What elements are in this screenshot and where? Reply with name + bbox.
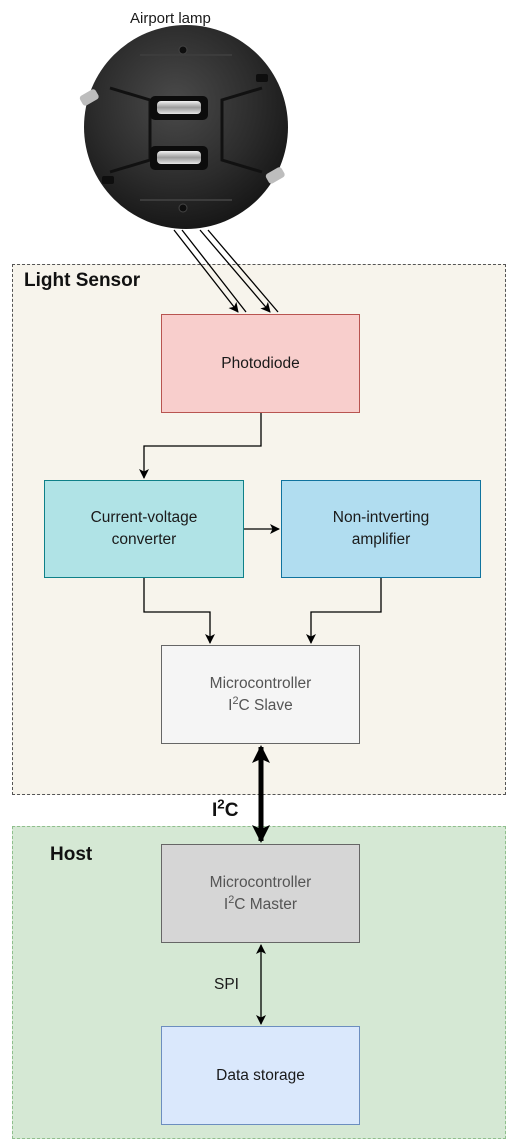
microcontroller-master-box: Microcontroller I2C Master — [161, 844, 360, 943]
amplifier-label-line1: Non-intverting — [332, 509, 430, 526]
i2c-link-label: I2C — [212, 796, 239, 821]
converter-to-slave-arrow — [143, 578, 215, 644]
photodiode-label: Photodiode — [221, 354, 300, 372]
converter-label-line2: converter — [111, 531, 177, 548]
converter-label-line1: Current-voltage — [90, 509, 198, 526]
amplifier-to-slave-arrow — [306, 578, 382, 644]
data-storage-box: Data storage — [161, 1026, 360, 1125]
slave-label-line1: Microcontroller — [209, 674, 312, 692]
microcontroller-slave-box: Microcontroller I2C Slave — [161, 645, 360, 744]
master-label-line1: Microcontroller — [209, 873, 312, 891]
master-label-line2: I2C Master — [223, 893, 298, 913]
light-ray-4 — [207, 229, 279, 313]
host-title: Host — [50, 844, 93, 865]
non-inverting-amplifier-box: Non-intverting amplifier — [281, 480, 481, 578]
photodiode-box: Photodiode — [161, 314, 360, 413]
light-ray-3 — [199, 229, 271, 313]
lamp-caption: Airport lamp — [130, 10, 211, 27]
photodiode-to-converter-arrow — [139, 413, 262, 479]
slave-label-line2: I2C Slave — [228, 694, 293, 714]
data-storage-label: Data storage — [216, 1066, 305, 1084]
light-ray-1 — [173, 229, 239, 313]
amplifier-label-line2: amplifier — [351, 531, 411, 548]
light-sensor-title: Light Sensor — [24, 270, 141, 291]
light-ray-2 — [181, 229, 247, 313]
spi-link-label: SPI — [214, 976, 239, 993]
current-voltage-converter-box: Current-voltage converter — [44, 480, 244, 578]
